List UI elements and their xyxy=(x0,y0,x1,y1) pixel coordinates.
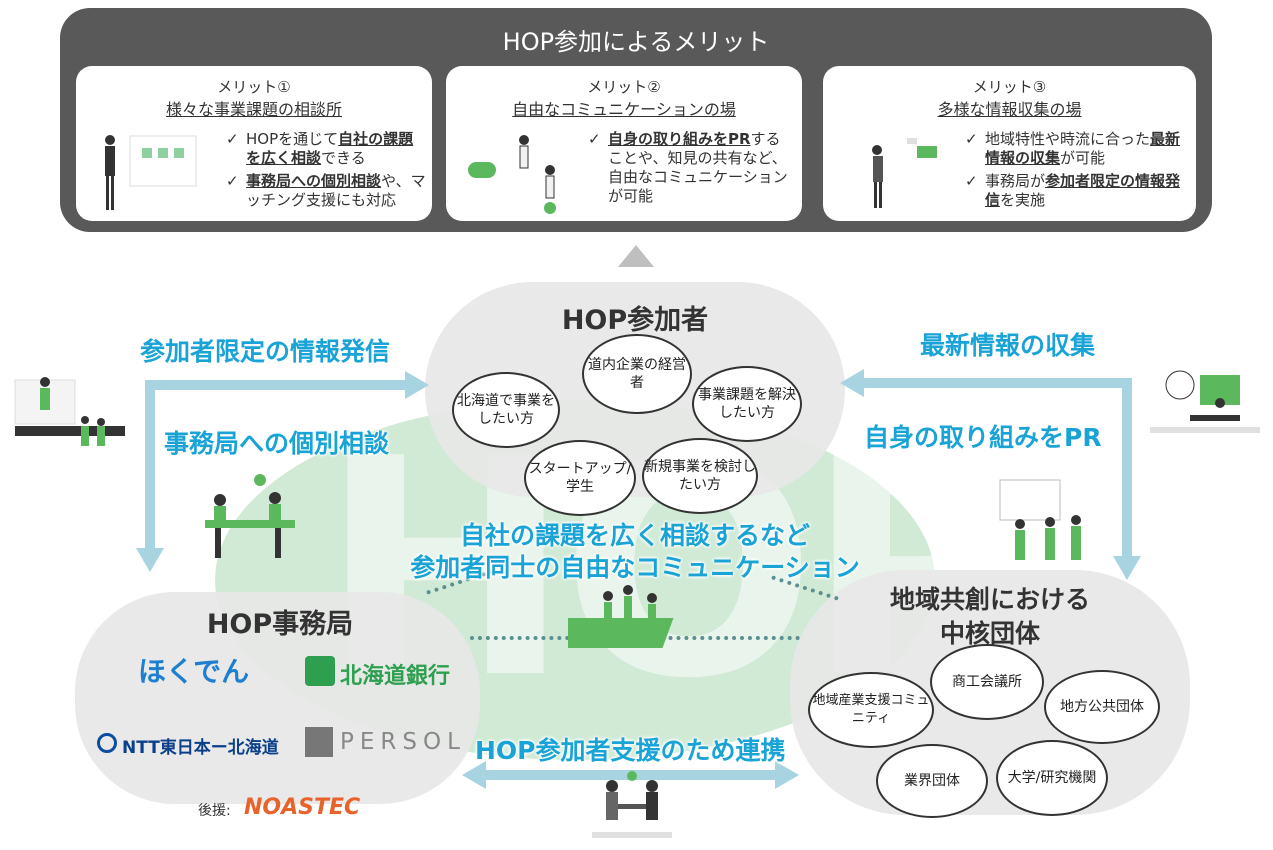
merit-heading: 様々な事業課題の相談所 xyxy=(165,100,342,119)
arrow-left-icon xyxy=(840,369,864,397)
flow-label-consult: 事務局への個別相談 xyxy=(164,429,390,458)
ntt-logo-icon xyxy=(97,733,117,753)
merit-item: 事務局への個別相談や、マッチング支援にも対応 xyxy=(226,172,426,210)
secretariat-cloud xyxy=(75,592,480,804)
flow-line xyxy=(862,378,1132,388)
merit-item: HOPを通じて自社の課題を広く相談できる xyxy=(226,130,426,168)
flow-line xyxy=(145,380,405,390)
secretariat-title: HOP事務局 xyxy=(206,609,354,640)
merits-panel: HOP参加によるメリット メリット① 様々な事業課題の相談所 HOPを通じて自社… xyxy=(60,8,1212,232)
persol-logo: PERSOL xyxy=(340,729,466,755)
persol-logo-icon xyxy=(305,727,333,757)
flow-label-center-2: 参加者同士の自由なコミュニケーション xyxy=(410,553,860,582)
flow-label-pr: 自身の取り組みをPR xyxy=(864,423,1102,452)
laptop-illustration xyxy=(1150,370,1260,433)
team-illustration xyxy=(999,479,1081,560)
support-label: 後援: xyxy=(198,803,231,819)
merit-card-3: メリット③ 多様な情報収集の場 地域特性や時流に合った最新情報の収集が可能 事務… xyxy=(823,66,1196,221)
consult-illustration xyxy=(205,474,295,558)
arrow-down-icon xyxy=(1113,556,1141,580)
merit-list: HOPを通じて自社の課題を広く相談できる 事務局への個別相談や、マッチング支援に… xyxy=(226,130,426,214)
participant-bubble: 新規事業を検討したい方 xyxy=(642,438,758,514)
merit-card-2: メリット② 自由なコミュニケーションの場 自身の取り組みをPRすることや、知見の… xyxy=(446,66,802,221)
flow-label-collab: HOP参加者支援のため連携 xyxy=(475,736,786,765)
meeting-illustration xyxy=(14,377,125,446)
merit-list: 自身の取り組みをPRすることや、知見の共有など、自由なコミュニケーションが可能 xyxy=(588,130,788,210)
core-bubble: 地域産業支援コミュニティ xyxy=(808,672,934,748)
communication-illustration xyxy=(468,135,556,214)
merit-item: 事務局が参加者限定の情報発信を実施 xyxy=(965,172,1183,210)
merit-heading: 自由なコミュニケーションの場 xyxy=(512,100,736,119)
core-bubble: 地方公共団体 xyxy=(1044,670,1160,744)
arrow-left-icon xyxy=(462,761,486,789)
arrow-down-icon xyxy=(136,548,164,572)
core-bubble: 商工会議所 xyxy=(930,644,1044,720)
merit-list: 地域特性や時流に合った最新情報の収集が可能 事務局が参加者限定の情報発信を実施 xyxy=(965,130,1183,214)
merit-number: メリット③ xyxy=(972,78,1047,96)
up-arrow-icon xyxy=(618,245,654,267)
merit-item: 地域特性や時流に合った最新情報の収集が可能 xyxy=(965,130,1183,168)
handshake-illustration xyxy=(592,771,672,838)
merit-number: メリット② xyxy=(587,78,661,96)
merit-item: 自身の取り組みをPRすることや、知見の共有など、自由なコミュニケーションが可能 xyxy=(588,130,788,206)
info-gathering-illustration xyxy=(872,138,937,208)
core-bubble: 大学/研究機関 xyxy=(996,740,1108,816)
community-illustration xyxy=(568,585,674,648)
core-bubble: 業界団体 xyxy=(876,744,988,818)
participants-title: HOP参加者 xyxy=(561,305,709,336)
noastec-logo: NOASTEC xyxy=(244,795,361,820)
merit-card-1: メリット① 様々な事業課題の相談所 HOPを通じて自社の課題を広く相談できる 事… xyxy=(76,66,432,221)
flow-line xyxy=(145,380,155,550)
merit-heading: 多様な情報収集の場 xyxy=(937,100,1082,119)
hokkaido-bank-logo-icon xyxy=(305,656,335,686)
core-title-line1: 地域共創における xyxy=(889,585,1090,614)
hokkaido-bank-logo: 北海道銀行 xyxy=(340,664,451,689)
flow-label-info-limited: 参加者限定の情報発信 xyxy=(140,337,391,366)
participant-bubble: 道内企業の経営者 xyxy=(582,334,692,414)
flow-label-latest-info: 最新情報の収集 xyxy=(920,331,1096,360)
flow-line xyxy=(1122,378,1132,558)
hokuden-logo: ほくでん xyxy=(138,655,250,688)
participant-bubble: スタートアップ/学生 xyxy=(524,440,636,516)
participant-bubble: 北海道で事業をしたい方 xyxy=(452,372,560,448)
flow-label-center-1: 自社の課題を広く相談するなど xyxy=(459,521,810,550)
ntt-east-logo: NTT東日本ー北海道 xyxy=(122,738,279,758)
merits-title: HOP参加によるメリット xyxy=(502,28,770,56)
presenter-illustration xyxy=(105,135,197,210)
core-title-line2: 中核団体 xyxy=(939,619,1040,648)
arrow-right-icon xyxy=(405,371,429,399)
merit-number: メリット① xyxy=(217,78,291,96)
arrow-right-icon xyxy=(775,761,799,789)
participant-bubble: 事業課題を解決したい方 xyxy=(692,366,802,442)
